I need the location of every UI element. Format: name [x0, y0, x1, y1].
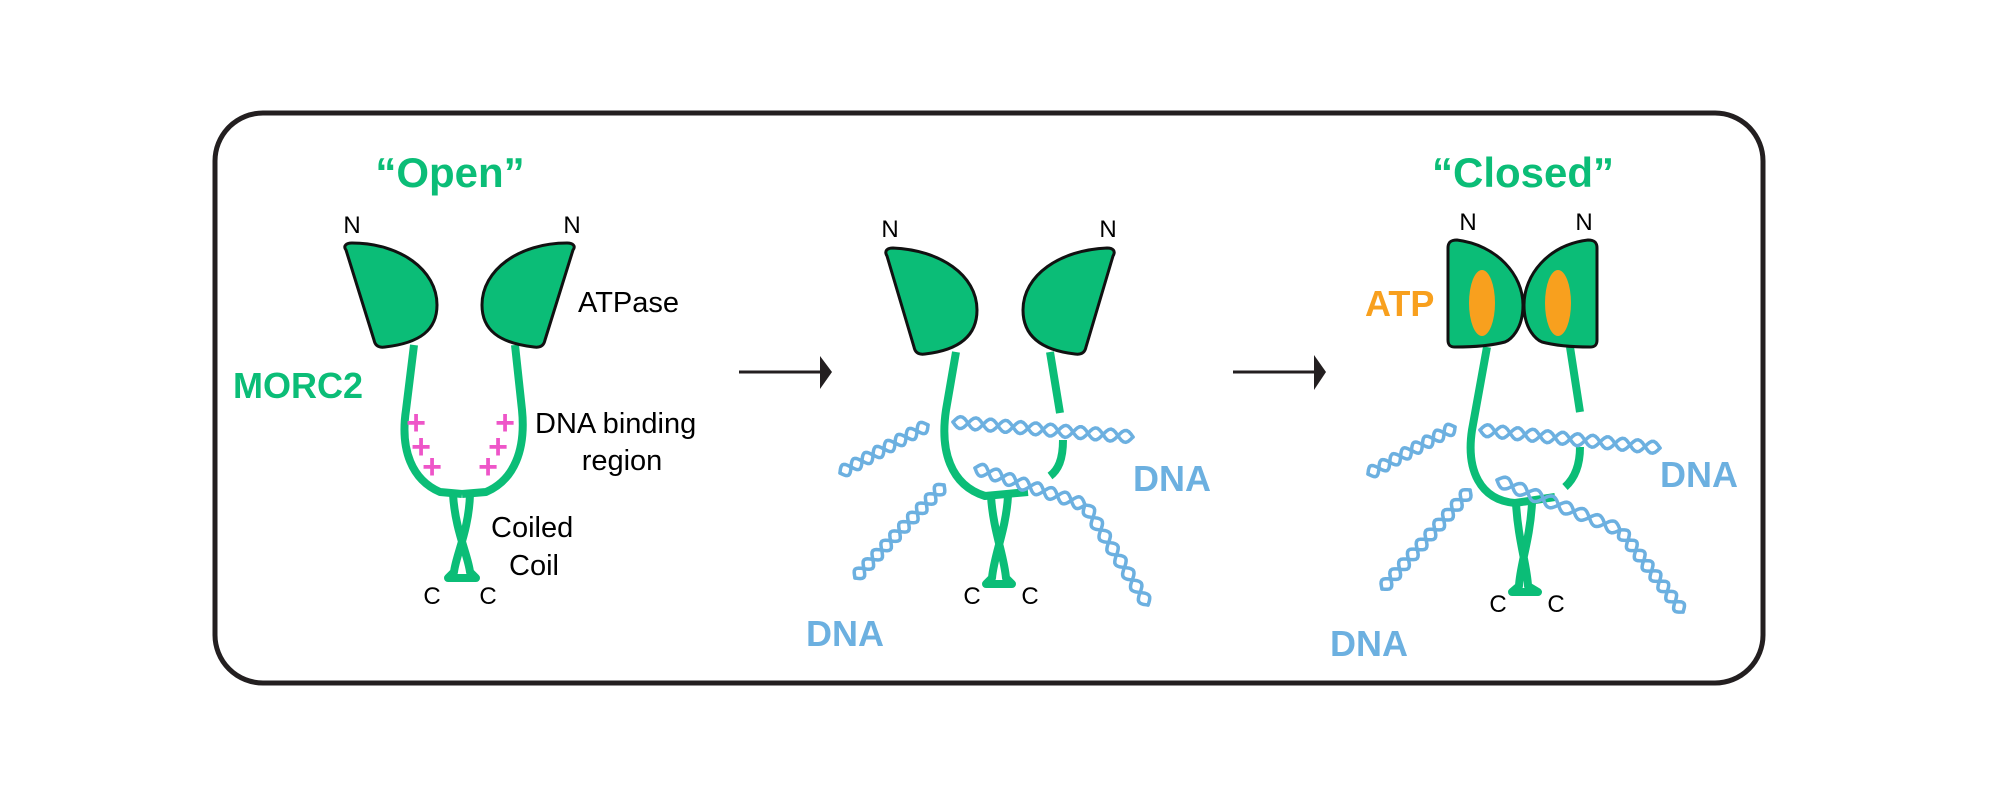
closed-state-title: “Closed” [1432, 149, 1614, 196]
dna-strand [1379, 488, 1473, 591]
dna-strand [951, 414, 1135, 445]
dna-binding-label: DNA binding [535, 408, 696, 440]
dna-strand [973, 462, 1087, 511]
n-terminus-label: N [1099, 216, 1116, 243]
protein-chain-left [940, 351, 1029, 500]
dna-strand [838, 423, 930, 475]
open-state-title: “Open” [375, 149, 524, 196]
closed-state-panel: “Closed” N N ATP DNA DNA C C [1330, 149, 1738, 664]
atpase-domain-right [1021, 246, 1116, 356]
dna-double-helix [838, 420, 930, 478]
dna-double-helix [1478, 422, 1662, 456]
dna-strand [852, 483, 947, 580]
morc2-label: MORC2 [233, 365, 363, 406]
dna-strand [1618, 528, 1685, 614]
n-terminus-label: N [1575, 209, 1592, 236]
positive-charge-icon: + [488, 428, 508, 466]
n-terminus-label: N [563, 212, 580, 239]
dna-strand [1495, 475, 1622, 535]
positive-charge-icon: + [411, 428, 431, 466]
coiled-coil-label: Coiled [491, 512, 573, 544]
protein-chain-left [400, 344, 463, 498]
dna-double-helix [1081, 503, 1152, 607]
dna-double-helix [1495, 475, 1622, 535]
dna-strand [1478, 422, 1662, 456]
coiled-coil [982, 495, 1016, 588]
dna-label: DNA [1660, 454, 1738, 495]
c-terminus-label: C [1547, 591, 1564, 618]
dna-bound-state-panel: N N DNA DNA C C [806, 216, 1211, 654]
protein-chain-right [1562, 346, 1584, 490]
dna-binding-label-line2: region [582, 445, 663, 477]
positive-charge-icon: + [406, 404, 426, 442]
atp-label: ATP [1365, 283, 1434, 324]
atpase-domain-left [884, 246, 979, 356]
atp-molecule [1545, 270, 1571, 336]
positive-charge-icon: + [478, 448, 498, 486]
atp-molecule [1469, 270, 1495, 336]
positive-charge-icon: + [422, 448, 442, 486]
dna-label: DNA [1330, 623, 1408, 664]
dna-strand [1083, 503, 1150, 607]
dna-double-helix [1366, 422, 1457, 479]
right-arrow-icon [739, 356, 832, 389]
n-terminus-label: N [343, 212, 360, 239]
c-terminus-label: C [423, 583, 440, 610]
dna-label: DNA [806, 613, 884, 654]
c-terminus-label: C [1021, 583, 1038, 610]
positive-charges: ++++++ [406, 404, 515, 486]
positive-charge-icon: + [495, 404, 515, 442]
c-terminus-label: C [1489, 591, 1506, 618]
protein-chain-right [1046, 351, 1067, 480]
dna-double-helix [1379, 487, 1473, 592]
atpase-label: ATPase [578, 287, 679, 319]
n-terminus-label: N [881, 216, 898, 243]
protein-chain-right [461, 344, 527, 498]
diagram-frame [212, 110, 1766, 686]
atpase-domain-left [343, 241, 439, 349]
open-state-panel: “Open” N N ++++++ MORC2 ATPase DNA bindi… [233, 149, 696, 610]
dna-double-helix [1616, 528, 1687, 614]
n-terminus-label: N [1459, 209, 1476, 236]
protein-chain-left [1466, 346, 1556, 507]
dna-double-helix [973, 462, 1087, 511]
c-terminus-label: C [963, 583, 980, 610]
atpase-domain-right [480, 241, 576, 349]
dna-double-helix [852, 482, 947, 581]
c-terminus-label: C [479, 583, 496, 610]
dna-double-helix [951, 414, 1135, 445]
coiled-coil-label-line2: Coil [509, 550, 559, 582]
right-arrow-icon [1233, 355, 1326, 390]
coiled-coil [444, 493, 480, 582]
coiled-coil [1508, 502, 1542, 596]
dna-strand [1366, 425, 1457, 476]
dna-label: DNA [1133, 458, 1211, 499]
